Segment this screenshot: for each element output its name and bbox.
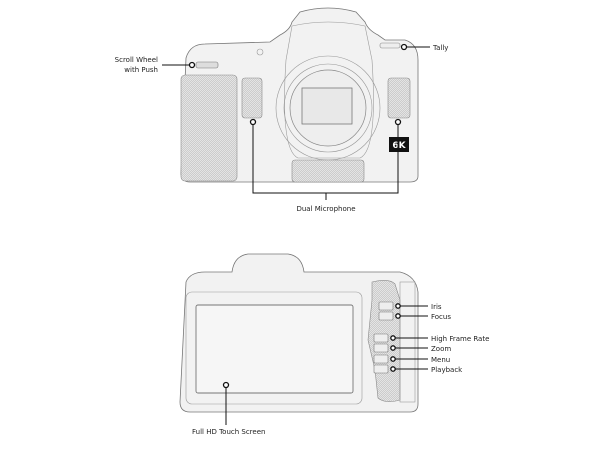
right-mic-grille (387, 77, 411, 119)
label-high-frame-rate: High Frame Rate (431, 335, 489, 343)
label-iris: Iris (431, 303, 442, 311)
playback-button (373, 364, 389, 374)
camera-rear-view: Iris Focus High Frame Rate Zoom Menu Pla… (179, 253, 489, 436)
zoom-button (373, 343, 389, 353)
tally-light (379, 42, 401, 49)
left-mic-marker (249, 118, 257, 126)
label-playback: Playback (431, 366, 463, 374)
focus-button (378, 311, 394, 321)
label-with-push: with Push (124, 66, 158, 74)
iris-button (378, 301, 394, 311)
scroll-wheel-marker (188, 61, 196, 69)
bottom-grille (291, 159, 365, 183)
high-frame-rate-button (373, 333, 389, 343)
tally-marker (400, 43, 408, 51)
grip (180, 74, 238, 182)
rear-callouts: Iris Focus High Frame Rate Zoom Menu Pla… (192, 303, 489, 436)
label-scroll-wheel: Scroll Wheel (115, 56, 158, 64)
label-tally: Tally (432, 44, 448, 52)
touch-screen (195, 304, 354, 394)
scroll-wheel (195, 61, 219, 69)
label-zoom: Zoom (431, 345, 451, 353)
camera-front-view: 6K Scroll Wheel with Push Tally Dual Mic… (115, 7, 448, 213)
menu-button (373, 354, 389, 364)
6k-badge (389, 137, 409, 152)
label-dual-microphone: Dual Microphone (296, 205, 355, 213)
right-mic-marker (394, 118, 402, 126)
label-focus: Focus (431, 313, 451, 321)
badge-text: 6K (392, 141, 406, 151)
left-mic-grille (241, 77, 263, 119)
sensor (301, 87, 353, 125)
label-touch-screen: Full HD Touch Screen (192, 428, 265, 436)
label-menu: Menu (431, 356, 450, 364)
